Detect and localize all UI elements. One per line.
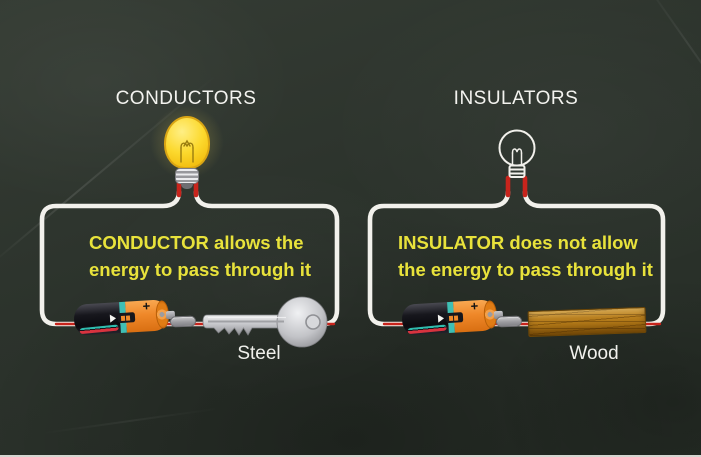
battery-icon: +	[73, 298, 176, 336]
battery-indicator-icon	[109, 312, 139, 324]
lit-bulb-icon	[147, 102, 227, 196]
bulb-base-tip	[181, 183, 193, 189]
insulator-description-line1: INSULATOR does not allow	[398, 232, 638, 253]
bulb-screw-base	[175, 168, 199, 184]
bulb-filament-icon	[180, 139, 194, 163]
battery-plus-sign: +	[470, 298, 479, 314]
unlit-bulb-icon	[498, 129, 536, 178]
conductor-description-line1: CONDUCTOR allows the	[89, 232, 304, 253]
red-bulb-leads	[176, 175, 528, 198]
steel-label: Steel	[237, 343, 281, 364]
battery-plus-sign: +	[142, 298, 151, 314]
insulator-description: INSULATOR does not allow the energy to p…	[398, 229, 653, 283]
image-border-line	[0, 455, 701, 457]
conductors-heading: CONDUCTORS	[115, 88, 257, 109]
bulb-glass	[164, 116, 210, 169]
conductor-description-line2: energy to pass through it	[89, 259, 312, 280]
wire-connector-icon	[169, 315, 197, 328]
battery-indicator-icon	[437, 312, 467, 324]
steel-key-icon	[202, 296, 328, 348]
insulators-heading: INSULATORS	[453, 88, 579, 109]
bulb-filament-icon	[511, 148, 523, 165]
wood-label: Wood	[569, 343, 619, 364]
wire-connector-icon	[495, 315, 523, 328]
battery-icon: +	[401, 298, 504, 336]
wood-stick-icon	[527, 306, 647, 338]
conductor-description: CONDUCTOR allows the energy to pass thro…	[89, 229, 311, 283]
insulator-description-line2: the energy to pass through it	[398, 259, 653, 280]
